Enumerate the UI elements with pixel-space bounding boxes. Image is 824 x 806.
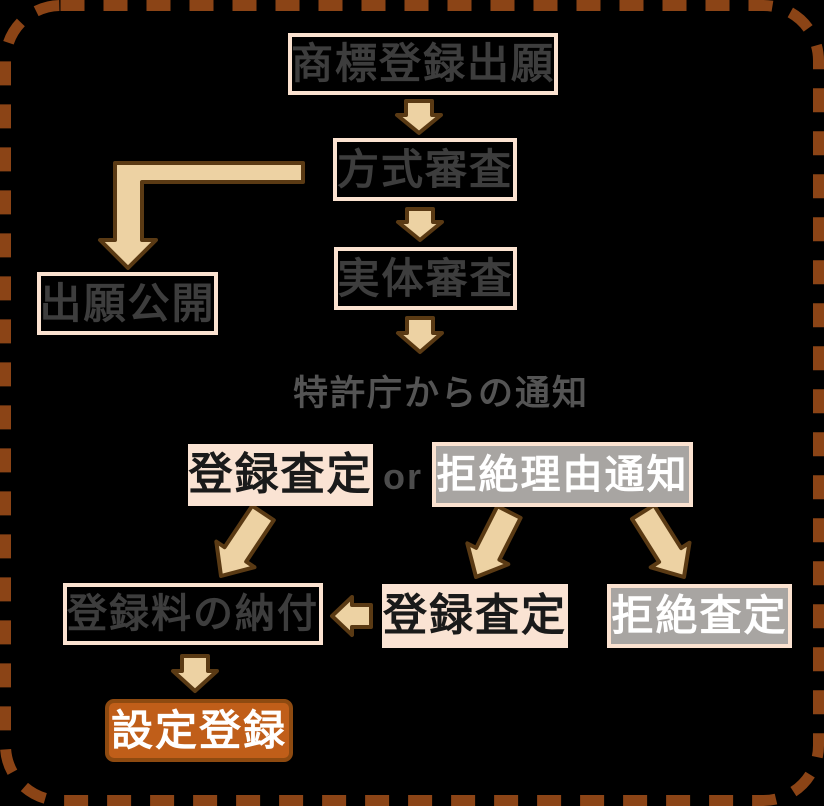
arrow-decision-to-fee-payment-icon bbox=[214, 503, 276, 578]
node-trademark-application-label: 商標登録出願 bbox=[291, 40, 556, 87]
arrow-fee-payment-to-establishment-icon bbox=[171, 654, 219, 693]
node-formality-examination: 方式審査 bbox=[333, 138, 517, 201]
node-refusal-decision: 拒絶査定 bbox=[607, 584, 792, 648]
node-application-publication-label: 出願公開 bbox=[39, 279, 216, 327]
node-substantive-examination-label: 実体審査 bbox=[337, 254, 514, 302]
arrow-registration-decision-to-fee-payment-icon bbox=[330, 595, 373, 637]
node-trademark-application: 商標登録出願 bbox=[288, 33, 558, 95]
node-establishment-registration-label: 設定登録 bbox=[110, 706, 287, 754]
node-application-publication: 出願公開 bbox=[37, 272, 218, 335]
node-registration-decision-top-label: 登録査定 bbox=[188, 450, 373, 499]
arrow-refusal-notice-to-registration-decision-icon bbox=[465, 504, 523, 579]
arrow-formality-to-substantive-icon bbox=[396, 207, 444, 242]
or-connector-label: or bbox=[383, 456, 423, 497]
node-substantive-examination: 実体審査 bbox=[334, 247, 517, 310]
node-fee-payment-label: 登録料の納付 bbox=[67, 592, 319, 636]
jpo-notification-label: 特許庁からの通知 bbox=[292, 374, 589, 413]
node-refusal-reason-notice-label: 拒絶理由通知 bbox=[436, 452, 689, 497]
node-establishment-registration: 設定登録 bbox=[105, 699, 293, 762]
arrow-application-to-formality-icon bbox=[395, 99, 443, 135]
node-fee-payment: 登録料の納付 bbox=[63, 583, 323, 645]
node-formality-examination-label: 方式審査 bbox=[337, 145, 514, 193]
node-refusal-decision-label: 拒絶査定 bbox=[611, 592, 788, 639]
node-registration-decision-bottom: 登録査定 bbox=[382, 584, 568, 648]
arrow-formality-to-publication-icon bbox=[98, 161, 305, 270]
arrow-substantive-to-notification-icon bbox=[396, 316, 444, 354]
arrow-refusal-notice-to-refusal-decision-icon bbox=[630, 503, 692, 579]
node-registration-decision-bottom-label: 登録査定 bbox=[383, 591, 567, 640]
node-registration-decision-top: 登録査定 bbox=[188, 444, 373, 506]
node-refusal-reason-notice: 拒絶理由通知 bbox=[432, 442, 693, 507]
